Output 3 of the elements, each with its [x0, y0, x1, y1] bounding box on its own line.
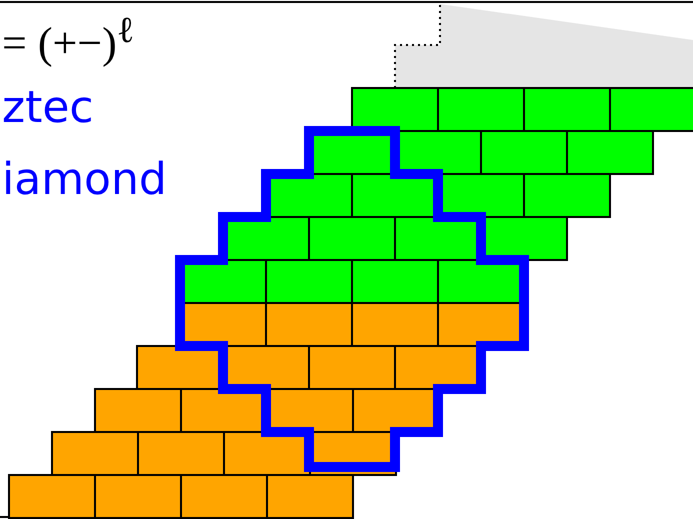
title-label: ztec [2, 86, 94, 130]
formula-label: = (+−)$^{ℓ}$ [2, 12, 134, 66]
title-label: iamond [2, 158, 167, 202]
